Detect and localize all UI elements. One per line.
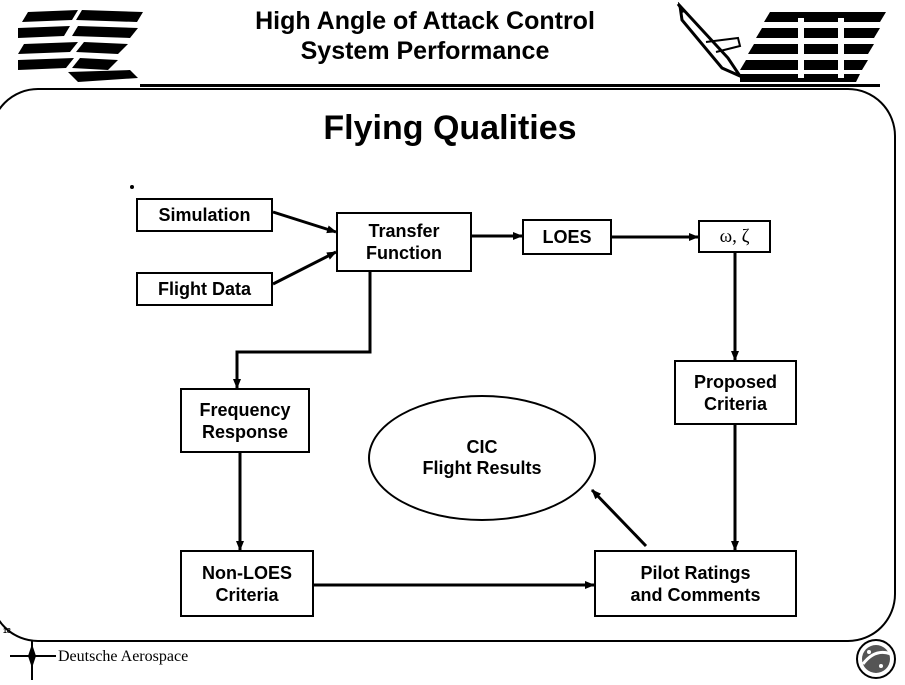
company-name: Deutsche Aerospace bbox=[58, 648, 189, 665]
node-non-loes-criteria-label: Non-LOES Criteria bbox=[202, 562, 292, 605]
nasa-seal-icon bbox=[855, 638, 897, 685]
efm-logo bbox=[740, 8, 890, 91]
node-simulation-label: Simulation bbox=[158, 205, 251, 225]
node-pilot-ratings: Pilot Ratings and Comments bbox=[594, 550, 797, 617]
arrow-flightdata-to-transfer bbox=[272, 250, 337, 286]
node-non-loes-criteria: Non-LOES Criteria bbox=[180, 550, 314, 617]
arrow-transfer-to-frequency bbox=[233, 272, 372, 389]
page-number: 18 bbox=[3, 628, 11, 635]
node-loes: LOES bbox=[522, 219, 612, 255]
node-pilot-ratings-label: Pilot Ratings and Comments bbox=[630, 562, 761, 605]
header-title-line1: High Angle of Attack Control bbox=[255, 7, 595, 35]
node-cic-flight-results: CIC Flight Results bbox=[368, 395, 596, 521]
node-cic-flight-results-label: CIC Flight Results bbox=[422, 437, 542, 478]
arrow-simulation-to-transfer bbox=[272, 210, 337, 234]
node-frequency-response-label: Frequency Response bbox=[199, 399, 291, 442]
node-transfer-function-label: Transfer Function bbox=[366, 221, 442, 263]
compass-star-icon bbox=[10, 640, 56, 685]
node-flight-data-label: Flight Data bbox=[158, 279, 251, 299]
node-loes-label: LOES bbox=[542, 227, 592, 247]
header-title: High Angle of Attack Control System Perf… bbox=[190, 6, 660, 66]
node-simulation: Simulation bbox=[136, 198, 273, 232]
arrow-pilot-to-cic bbox=[590, 488, 648, 548]
header-divider bbox=[140, 84, 880, 87]
node-flight-data: Flight Data bbox=[136, 272, 273, 306]
node-omega-zeta: ω, ζ bbox=[698, 220, 771, 253]
node-transfer-function: Transfer Function bbox=[336, 212, 472, 272]
header-title-line2: System Performance bbox=[300, 37, 550, 65]
node-omega-zeta-label: ω, ζ bbox=[719, 225, 750, 247]
stray-dot bbox=[130, 185, 134, 189]
content-frame bbox=[0, 88, 896, 642]
node-frequency-response: Frequency Response bbox=[180, 388, 310, 453]
node-proposed-criteria-label: Proposed Criteria bbox=[693, 371, 777, 414]
aircraft-icon bbox=[676, 1, 746, 89]
node-proposed-criteria: Proposed Criteria bbox=[674, 360, 797, 425]
x31-logo bbox=[18, 6, 148, 89]
page-title: Flying Qualities bbox=[323, 109, 577, 147]
